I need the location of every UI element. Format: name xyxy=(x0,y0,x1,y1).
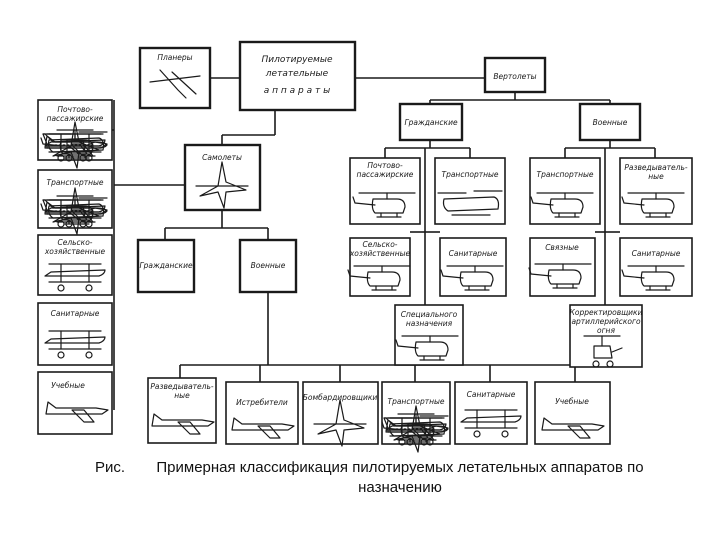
mil-heli-recon-label-2: ные xyxy=(648,172,664,181)
root-label-line3: а п п а р а т ы xyxy=(264,86,330,96)
civil-heli-special-label-1: Специального xyxy=(401,310,458,319)
mil-plane-recon-box xyxy=(147,377,217,444)
civil-plane-mailpassenger-label-2: пассажирские xyxy=(47,114,104,123)
root-box xyxy=(238,40,357,112)
gliders-box xyxy=(138,46,212,110)
mil-heli-transport-label: Транспортные xyxy=(536,170,593,179)
mil-plane-recon-label-2: ные xyxy=(174,391,190,400)
civil-heli-agri-label-2: хозяйственные xyxy=(349,249,411,258)
mil-plane-sanitary-box xyxy=(454,381,528,445)
mil-heli-artillery-label-3: огня xyxy=(597,326,615,335)
civil-plane-mailpassenger-label-1: Почтово- xyxy=(57,105,93,114)
heli-civil-label: Гражданские xyxy=(404,118,458,127)
mil-heli-artillery-label-1: Корректировщики xyxy=(570,308,643,317)
civil-heli-sanitary-label: Санитарные xyxy=(449,249,498,258)
helicopters-label: Вертолеты xyxy=(493,72,536,81)
mil-plane-sanitary-label: Санитарные xyxy=(467,390,516,399)
civil-plane-agri-label-2: хозяйственные xyxy=(44,247,106,256)
mil-plane-recon-label-1: Разведыватель- xyxy=(150,382,213,391)
caption-text: Примерная классификация пилотируемых лет… xyxy=(156,459,644,496)
civil-heli-sanitary-box xyxy=(439,237,507,297)
civil-heli-special-label-2: назначения xyxy=(406,319,453,328)
plane-civil-label: Гражданские xyxy=(139,261,193,270)
mil-plane-training-label: Учебные xyxy=(555,397,589,406)
mil-plane-fighter-label: Истребители xyxy=(236,398,288,407)
mil-heli-transport-box xyxy=(529,157,601,225)
gliders-label: Планеры xyxy=(157,53,192,62)
mil-heli-artillery-label-2: артиллерийского xyxy=(571,317,640,326)
root-label-line2: летательные xyxy=(265,69,329,79)
mil-plane-bomber-label: Бомбардировщики xyxy=(303,393,378,402)
mil-heli-sanitary-label: Санитарные xyxy=(632,249,681,258)
civil-plane-agri-box xyxy=(37,234,113,296)
mil-plane-fighter-box xyxy=(225,381,299,445)
helicopters-box xyxy=(483,56,547,94)
plane-military-box xyxy=(238,238,298,294)
airplanes-label: Самолеты xyxy=(202,153,242,162)
civil-plane-sanitary-box xyxy=(37,302,113,366)
civil-plane-training-label: Учебные xyxy=(51,381,85,390)
civil-heli-transport-label: Транспортные xyxy=(441,170,498,179)
plane-civil-box xyxy=(136,238,196,294)
plane-military-label: Военные xyxy=(251,261,286,270)
civil-heli-mailpassenger-label-1: Почтово- xyxy=(367,161,403,170)
heli-military-label: Военные xyxy=(593,118,628,127)
mil-heli-recon-label-1: Разведыватель- xyxy=(624,163,687,172)
mil-plane-training-box xyxy=(534,381,611,445)
heli-civil-box xyxy=(398,102,464,142)
civil-heli-special-box xyxy=(394,304,464,366)
civil-plane-sanitary-label: Санитарные xyxy=(51,309,100,318)
mil-plane-transport-label: Транспортные xyxy=(387,397,444,406)
civil-plane-agri-label-1: Сельско- xyxy=(57,238,92,247)
glider-illustration xyxy=(149,69,201,99)
civil-heli-mailpassenger-label-2: пассажирские xyxy=(357,170,414,179)
heli-military-box xyxy=(578,102,642,142)
mil-heli-liaison-label: Связные xyxy=(545,243,579,252)
root-label-line1: Пилотируемые xyxy=(262,55,333,65)
airplanes-box xyxy=(183,143,262,212)
mil-plane-bomber-box xyxy=(302,381,379,445)
caption-prefix: Рис. xyxy=(95,459,126,476)
civil-heli-agri-label-1: Сельско- xyxy=(362,240,397,249)
civil-plane-transport-label: Транспортные xyxy=(46,178,103,187)
